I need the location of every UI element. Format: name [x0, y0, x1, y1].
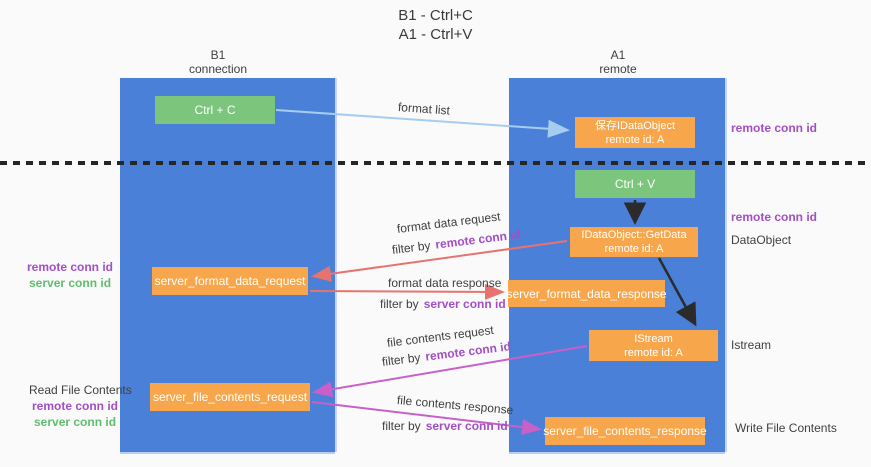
- lane-a1-subtitle: remote: [599, 62, 637, 76]
- label-filter-by-server-conn-id-1: filter by server conn id: [380, 297, 506, 311]
- annotation-dataobject: DataObject: [731, 233, 792, 247]
- annotation-server-conn-id-left-1: server conn id: [29, 276, 112, 290]
- node-ctrl-c: Ctrl + C: [155, 96, 275, 124]
- filter-by-text: filter by: [391, 238, 432, 257]
- arrow-format-data-response: [309, 283, 505, 300]
- istream-line1: IStream: [634, 332, 673, 345]
- label-format-list: format list: [397, 100, 451, 118]
- lane-header-a1: A1 remote: [548, 48, 688, 76]
- save-idataobject-line1: 保存IDataObject: [594, 119, 676, 132]
- diagram-title: B1 - Ctrl+C A1 - Ctrl+V: [0, 6, 871, 44]
- server-file-contents-response-label: server_file_contents_response: [543, 424, 707, 438]
- label-filter-by-server-conn-id-2: filter by server conn id: [382, 419, 508, 433]
- annotation-istream: Istream: [731, 338, 772, 352]
- title-line-2: A1 - Ctrl+V: [398, 26, 473, 43]
- node-server-file-contents-response: server_file_contents_response: [543, 417, 707, 445]
- phase-separator-dashed-line: [0, 161, 871, 165]
- istream-line2: remote id: A: [624, 346, 683, 359]
- annotation-read-file-contents: Read File Contents: [29, 383, 132, 397]
- save-idataobject-line2: remote id: A: [605, 133, 665, 146]
- label-file-contents-response: file contents response: [396, 393, 514, 418]
- filter-by-text: filter by: [380, 297, 419, 311]
- getdata-line1: IDataObject::GetData: [581, 229, 687, 241]
- node-save-idataobject: 保存IDataObject remote id: A: [575, 117, 695, 148]
- label-format-data-response: format data response: [388, 276, 502, 290]
- server-format-data-response-label: server_format_data_response: [506, 286, 667, 301]
- annotation-remote-conn-id-mid-right: remote conn id: [731, 210, 818, 224]
- ctrl-v-label: Ctrl + V: [614, 177, 656, 191]
- annotation-write-file-contents: Write File Contents: [735, 421, 837, 435]
- filter-by-text: filter by: [381, 350, 422, 369]
- lane-header-b1: B1 connection: [148, 48, 288, 76]
- lane-b1-title: B1: [210, 48, 226, 62]
- server-format-data-request-label: server_format_data_request: [154, 274, 306, 288]
- node-server-format-data-response: server_format_data_response: [506, 280, 667, 307]
- getdata-line2: remote id: A: [604, 243, 664, 255]
- node-server-format-data-request: server_format_data_request: [152, 267, 308, 295]
- filter-key-server-conn-id: server conn id: [423, 297, 506, 311]
- lane-b1-subtitle: connection: [188, 62, 248, 76]
- node-istream: IStream remote id: A: [589, 330, 718, 361]
- node-server-file-contents-request: server_file_contents_request: [150, 383, 310, 411]
- annotation-remote-conn-id-left-1: remote conn id: [27, 260, 114, 274]
- filter-by-text: filter by: [382, 419, 421, 433]
- annotation-remote-conn-id-top-right: remote conn id: [731, 121, 818, 135]
- server-file-contents-request-label: server_file_contents_request: [152, 390, 308, 404]
- title-line-1: B1 - Ctrl+C: [398, 7, 473, 24]
- node-idataobject-getdata: IDataObject::GetData remote id: A: [570, 227, 698, 257]
- node-ctrl-v: Ctrl + V: [575, 170, 695, 198]
- annotation-remote-conn-id-left-2: remote conn id: [32, 399, 119, 413]
- ctrl-c-label: Ctrl + C: [194, 103, 236, 117]
- filter-key-server-conn-id: server conn id: [425, 419, 508, 433]
- annotation-server-conn-id-left-2: server conn id: [34, 415, 117, 429]
- lane-a1-title: A1: [610, 48, 626, 62]
